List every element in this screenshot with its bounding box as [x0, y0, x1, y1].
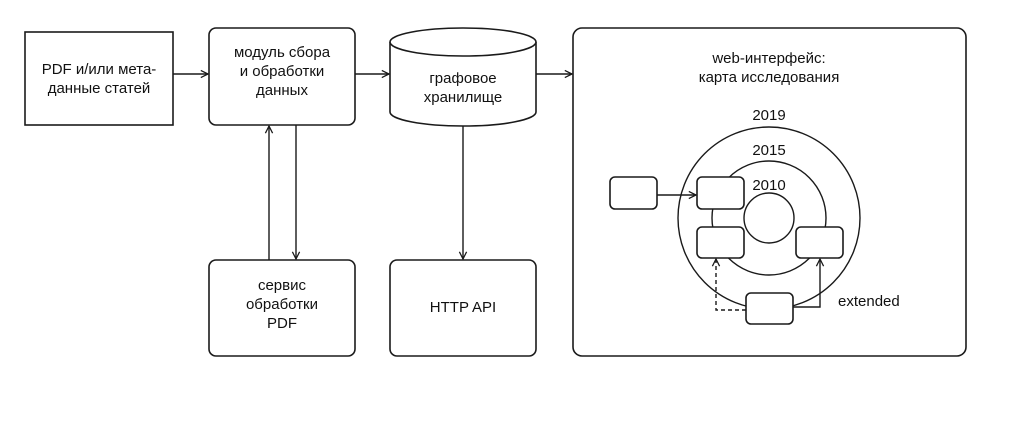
ring-label-2015: 2015: [752, 142, 785, 159]
extended-label: extended: [838, 293, 900, 310]
node-http-api: HTTP API: [389, 259, 537, 357]
node-web-ui: web-интерфейс: карта исследования 2019 2…: [572, 27, 967, 357]
paper-node-mid-left: [696, 226, 745, 259]
map-dashed-arrow-extended-to-left: [716, 259, 746, 311]
ring-label-2019: 2019: [752, 107, 785, 124]
node-web-ui-title-line-1: web-интерфейс:: [711, 50, 825, 67]
node-graph-storage-line-2: хранилище: [424, 89, 503, 106]
paper-node-top: [696, 176, 745, 210]
node-pdf-metadata-line-2: данные статей: [48, 80, 151, 97]
paper-node-mid-right: [795, 226, 844, 259]
ring-label-2010: 2010: [752, 177, 785, 194]
node-http-api-label: HTTP API: [430, 299, 496, 316]
node-web-ui-title-line-2: карта исследования: [699, 69, 840, 86]
node-collector-line-2: и обработки: [240, 63, 325, 80]
paper-node-left: [609, 176, 658, 210]
node-pdf-metadata-line-1: PDF и/или мета-: [42, 61, 157, 78]
paper-node-extended: [745, 292, 794, 325]
node-pdf-service: сервис обработки PDF: [208, 259, 356, 357]
ring-inner: [743, 192, 795, 244]
map-arrow-extended-to-right: [793, 259, 820, 308]
node-pdf-service-line-1: сервис: [258, 277, 307, 294]
node-graph-storage-line-1: графовое: [429, 70, 496, 87]
node-collector-line-3: данных: [256, 82, 308, 99]
node-collector: модуль сбора и обработки данных: [208, 27, 356, 126]
node-pdf-service-line-3: PDF: [267, 315, 297, 332]
ring-middle: [711, 160, 827, 276]
node-pdf-service-line-2: обработки: [246, 296, 318, 313]
node-graph-storage: графовое хранилище: [389, 27, 537, 127]
node-collector-line-1: модуль сбора: [234, 44, 331, 61]
node-pdf-metadata: PDF и/или мета- данные статей: [24, 31, 174, 126]
